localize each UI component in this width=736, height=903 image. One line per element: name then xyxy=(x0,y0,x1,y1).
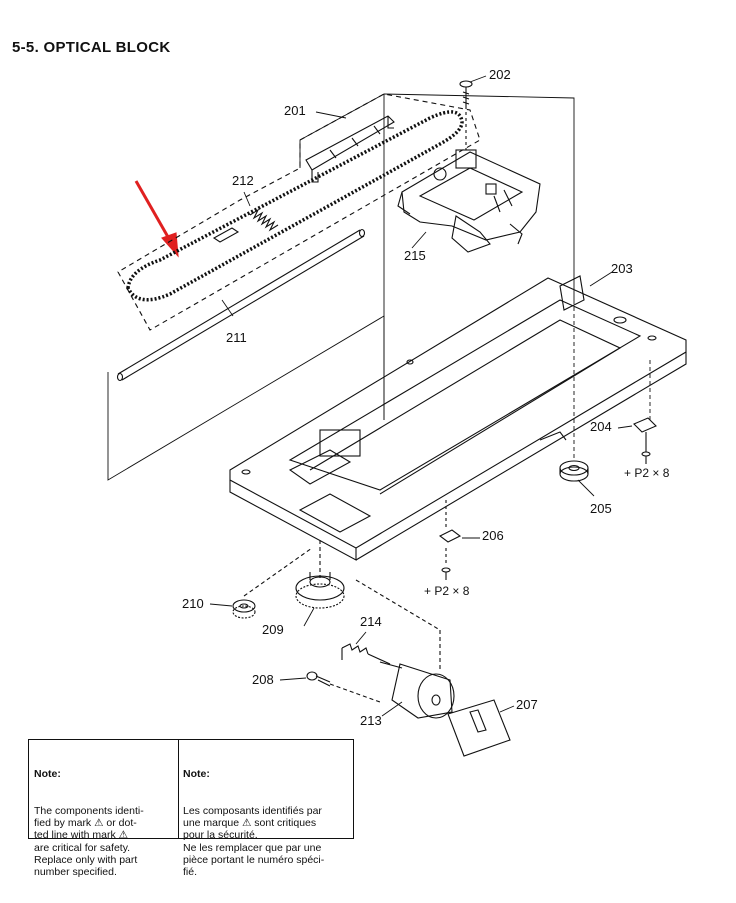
pulley-205 xyxy=(559,460,589,482)
bracket-204 xyxy=(633,417,657,464)
screw-spec-204: + P2 × 8 xyxy=(624,466,670,480)
gear-210 xyxy=(232,547,313,619)
screw-202 xyxy=(459,80,473,150)
callout-215: 215 xyxy=(404,248,426,263)
note-divider xyxy=(178,740,179,838)
note-english: Note: The components identi- fied by mar… xyxy=(34,744,144,903)
exploded-view-diagram: 5-5. OPTICAL BLOCK xyxy=(12,39,687,878)
clip-206 xyxy=(438,500,462,580)
red-pointer-arrow xyxy=(134,180,179,258)
callout-207: 207 xyxy=(516,697,538,712)
callout-211: 211 xyxy=(226,330,247,345)
safety-note-box: Note: The components identi- fied by mar… xyxy=(28,739,354,878)
plate-207 xyxy=(447,699,511,757)
toothed-belt xyxy=(126,110,464,302)
motor-213 xyxy=(355,579,455,719)
chassis-base xyxy=(229,275,687,561)
rack-bracket xyxy=(305,115,395,183)
guide-shaft xyxy=(116,228,366,382)
callout-208: 208 xyxy=(252,672,274,687)
callout-212: 212 xyxy=(232,173,254,188)
note-french-heading: Note: xyxy=(183,768,210,781)
note-english-body: The components identi- fied by mark ⚠ or… xyxy=(34,805,144,879)
callout-205: 205 xyxy=(590,501,612,516)
callout-204: 204 xyxy=(590,419,612,434)
section-title: 5-5. OPTICAL BLOCK xyxy=(12,39,171,56)
callout-206: 206 xyxy=(482,528,504,543)
worm-screw-214 xyxy=(341,643,391,665)
dashed-enclosure-201 xyxy=(117,93,481,331)
callout-213: 213 xyxy=(360,713,382,728)
callout-210: 210 xyxy=(182,596,204,611)
note-french: Note: Les composants identifiés par une … xyxy=(183,744,324,903)
callout-202: 202 xyxy=(489,67,511,82)
note-english-heading: Note: xyxy=(34,768,61,781)
note-french-body: Les composants identifiés par une marque… xyxy=(183,805,325,879)
spring-part xyxy=(212,208,279,243)
gear-209 xyxy=(295,540,345,609)
leader-lines xyxy=(209,75,633,717)
callout-209: 209 xyxy=(262,622,284,637)
optical-pickup xyxy=(397,149,541,253)
callout-201: 201 xyxy=(284,103,306,118)
diagram-drawing xyxy=(107,75,687,757)
guide-lines xyxy=(107,93,651,481)
callout-203: 203 xyxy=(611,261,633,276)
screw-spec-206: + P2 × 8 xyxy=(424,584,470,598)
screw-208 xyxy=(306,671,381,703)
callout-214: 214 xyxy=(360,614,382,629)
